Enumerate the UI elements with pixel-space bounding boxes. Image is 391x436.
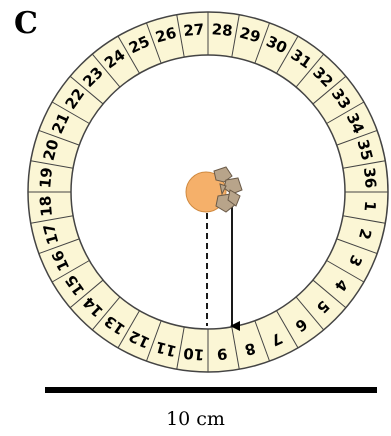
scale-label: 10 cm bbox=[0, 408, 391, 430]
ring-number: 19 bbox=[36, 167, 56, 189]
ring-number: 10 bbox=[183, 344, 205, 364]
scale-bar bbox=[45, 387, 377, 393]
ring-number: 1 bbox=[360, 200, 379, 212]
ring-number: 36 bbox=[360, 167, 380, 189]
ring-number: 18 bbox=[36, 195, 56, 217]
ring-number: 9 bbox=[216, 344, 228, 363]
ring-number: 28 bbox=[211, 20, 233, 40]
ring-number: 27 bbox=[183, 20, 205, 40]
